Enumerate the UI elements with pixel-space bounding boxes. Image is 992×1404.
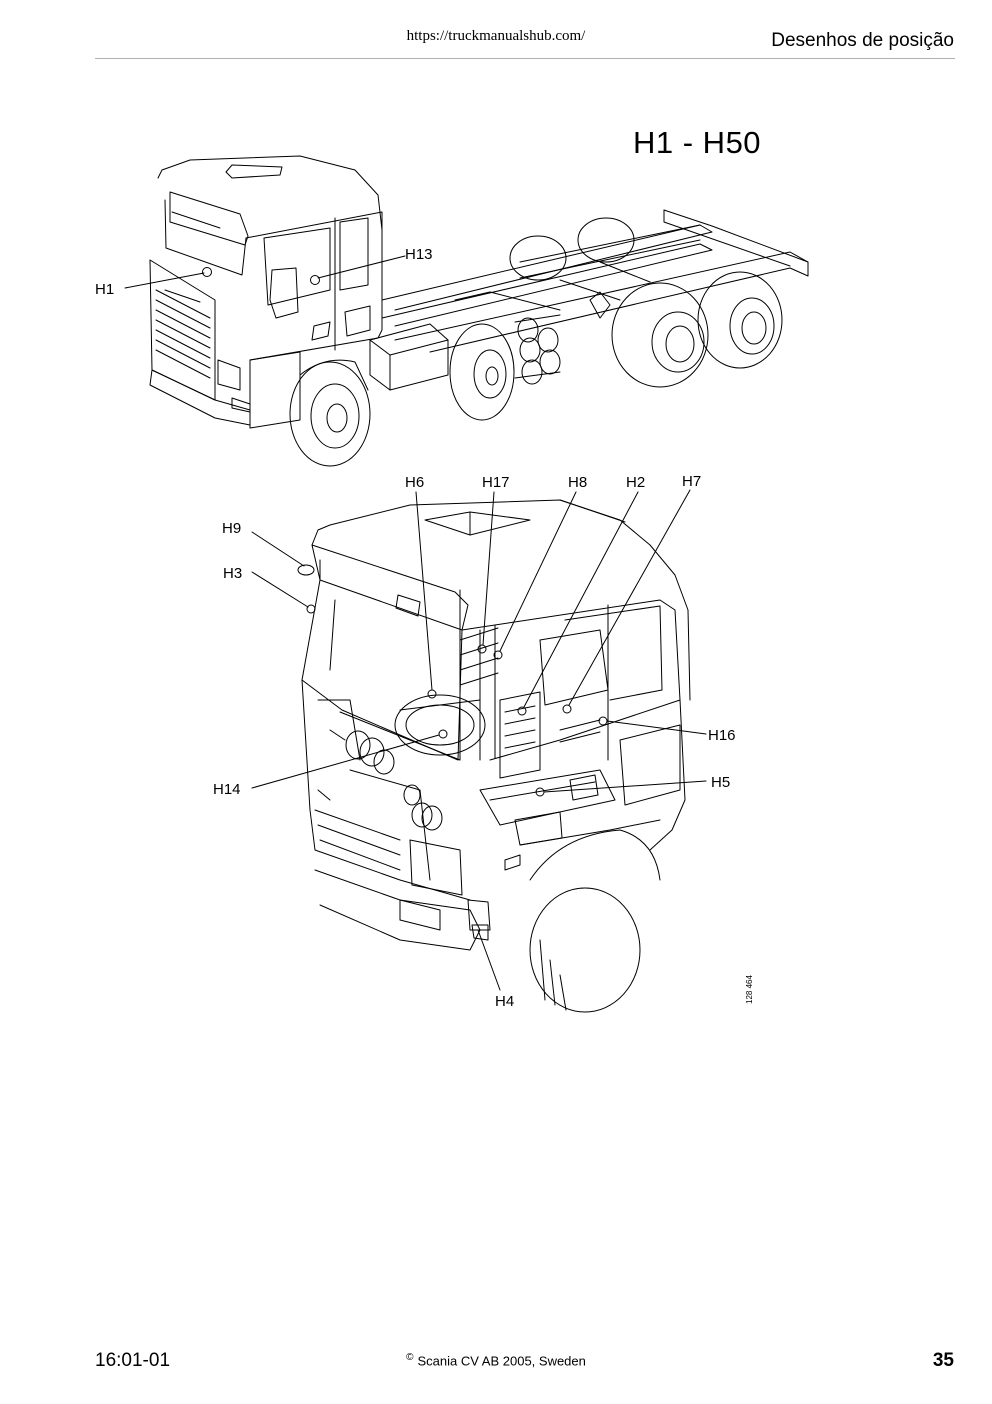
section-title: Desenhos de posição [771,30,954,51]
cab-detail-drawing [251,489,707,1013]
copyright-symbol: © [406,1352,414,1363]
callout-h6: H6 [405,474,424,491]
callout-h8: H8 [568,474,587,491]
callout-h4: H4 [495,993,514,1010]
callout-h5: H5 [711,774,730,791]
callout-h1: H1 [95,281,114,298]
header-divider [95,58,955,59]
callout-h13: H13 [405,246,433,263]
callout-h14: H14 [213,781,241,798]
header-url: https://truckmanualshub.com/ [406,28,586,44]
callout-h17: H17 [482,474,510,491]
footer-code: 16:01-01 [95,1350,171,1371]
truck-overview-drawing [124,155,809,467]
callout-h16: H16 [708,727,736,744]
footer-copyright: ©Scania CV AB 2005, Sweden [0,1352,992,1368]
callout-h7: H7 [682,473,701,490]
page-number: 35 [932,1350,954,1371]
callout-h9: H9 [222,520,241,537]
page-title: H1 - H50 [633,125,762,160]
callout-h3: H3 [223,565,242,582]
copyright-text: Scania CV AB 2005, Sweden [417,1353,586,1369]
callout-h2: H2 [626,474,645,491]
figure-number: 128 464 [745,975,754,1004]
